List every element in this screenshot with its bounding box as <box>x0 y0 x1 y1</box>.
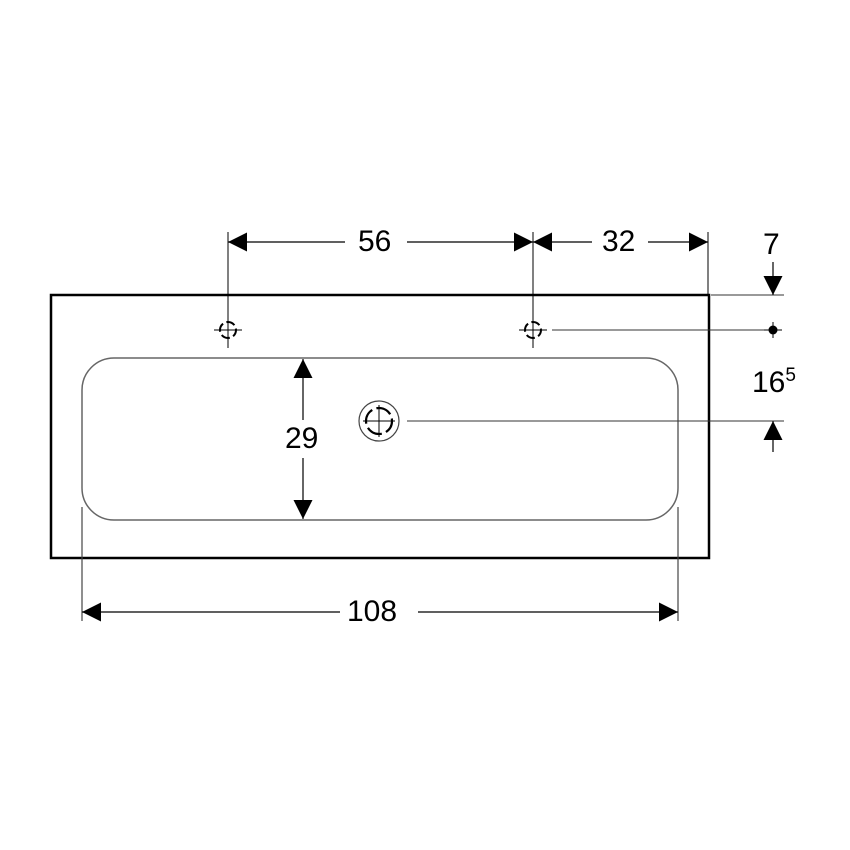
dimension-label-108: 108 <box>347 595 398 628</box>
dimension-label-7: 7 <box>763 228 780 261</box>
bowl-outline <box>81 357 679 521</box>
waste-outlet-icon <box>358 400 400 442</box>
tap-hole-left-icon <box>214 316 242 346</box>
dimension-label-29: 29 <box>285 422 319 455</box>
tap-hole-right-icon <box>519 316 547 346</box>
dimension-value-main: 16 <box>752 366 786 399</box>
dimension-label-32: 32 <box>602 225 636 258</box>
basin-outline <box>49 293 711 560</box>
dimension-label-16-5: 165 <box>752 365 796 399</box>
dimension-value-superscript: 5 <box>785 365 796 386</box>
dimension-label-56: 56 <box>358 225 392 258</box>
